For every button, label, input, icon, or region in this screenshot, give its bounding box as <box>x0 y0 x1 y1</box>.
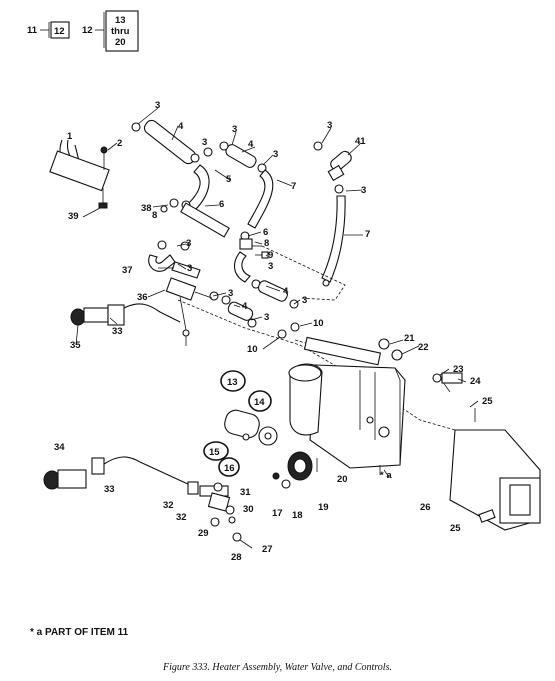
header-box-line: 20 <box>115 37 126 48</box>
callout-4: 4 <box>248 139 254 150</box>
callout-3: 3 <box>268 261 273 272</box>
callout-21: 21 <box>404 333 415 344</box>
callout-3: 3 <box>273 149 278 160</box>
callout-8: 8 <box>152 210 157 221</box>
lower-control-linkage <box>43 456 253 549</box>
callout-circle-13 <box>220 370 246 392</box>
callout-3: 3 <box>186 238 191 249</box>
callout-8: 8 <box>264 238 269 249</box>
annotation-mark: * a <box>380 470 392 481</box>
callout-10: 10 <box>313 318 324 329</box>
callout-3: 3 <box>327 120 332 131</box>
header-key-11: 11 12 <box>27 21 70 39</box>
callout-circle-15 <box>203 441 229 461</box>
callout-38: 37 <box>122 265 133 276</box>
header-box-label: 12 <box>54 26 65 37</box>
callout-31: 31 <box>240 487 251 498</box>
callout-33: 32 <box>163 500 174 511</box>
header-key-12: 12 13 thru 20 <box>82 10 139 52</box>
callout-22: 22 <box>418 342 429 353</box>
callout-18: 18 <box>292 510 303 521</box>
callout-28: 28 <box>231 552 242 563</box>
callout-14: 14 <box>254 397 265 408</box>
callout-3: 3 <box>228 288 233 299</box>
callout-2: 2 <box>117 138 122 149</box>
callout-34: 33 <box>104 484 115 495</box>
header-item-label: 11 <box>27 25 38 36</box>
callout-34: 33 <box>112 326 123 337</box>
callout-3: 3 <box>187 263 192 274</box>
figure-caption: Figure 333. Heater Assembly, Water Valve… <box>163 662 392 673</box>
callout-16: 16 <box>224 463 235 474</box>
heater-housing <box>224 336 541 531</box>
callout-circle-16 <box>218 457 240 477</box>
callout-26: 26 <box>420 502 431 513</box>
callout-5: 5 <box>226 174 232 185</box>
callout-1: 1 <box>67 131 73 142</box>
leader-lines <box>75 107 479 478</box>
callout-3: 3 <box>232 124 237 135</box>
callout-4: 4 <box>178 121 184 132</box>
callout-6: 6 <box>219 199 224 210</box>
callout-10: 10 <box>247 344 258 355</box>
callout-7: 7 <box>365 229 370 240</box>
header-item-label: 12 <box>82 25 93 36</box>
callout-17: 17 <box>272 508 283 519</box>
callout-labels: 1 2 3 4 3 3 4 3 5 7 6 38 8 39 3 41 3 6 8… <box>54 100 493 563</box>
footnote: * a PART OF ITEM 11 <box>30 627 129 638</box>
callout-27: 27 <box>262 544 273 555</box>
callout-3: 3 <box>155 100 160 111</box>
callout-30: 30 <box>243 504 254 515</box>
callout-19: 19 <box>318 502 329 513</box>
callout-4: 4 <box>242 301 248 312</box>
callout-29: 29 <box>198 528 209 539</box>
callout-39: 38 <box>141 203 152 214</box>
callout-3: 3 <box>361 185 366 196</box>
water-valve-and-cable <box>70 277 213 346</box>
callout-4: 4 <box>283 286 289 297</box>
callout-7: 7 <box>291 181 296 192</box>
callout-25: 25 <box>482 396 493 407</box>
callout-3: 3 <box>264 312 269 323</box>
callout-25: 25 <box>450 523 461 534</box>
callout-23: 23 <box>453 364 464 375</box>
callout-40: 39 <box>68 211 79 222</box>
upper-hose-assembly <box>49 119 456 431</box>
callout-32: 32 <box>176 512 187 523</box>
callout-15: 15 <box>209 447 220 458</box>
callout-24: 24 <box>470 376 481 387</box>
callout-20: 20 <box>337 474 348 485</box>
callout-41: 41 <box>355 136 366 147</box>
callout-13: 13 <box>227 377 238 388</box>
callout-circle-14 <box>248 390 272 412</box>
callout-35: 34 <box>54 442 65 453</box>
header-box-line: 13 <box>115 15 126 26</box>
callout-6: 6 <box>263 227 268 238</box>
callout-3: 3 <box>202 137 207 148</box>
callout-37: 36 <box>137 292 148 303</box>
callout-3: 3 <box>302 295 307 306</box>
header-box-line: thru <box>111 26 130 37</box>
callout-36: 35 <box>70 340 81 351</box>
callout-9: 9 <box>268 250 273 261</box>
